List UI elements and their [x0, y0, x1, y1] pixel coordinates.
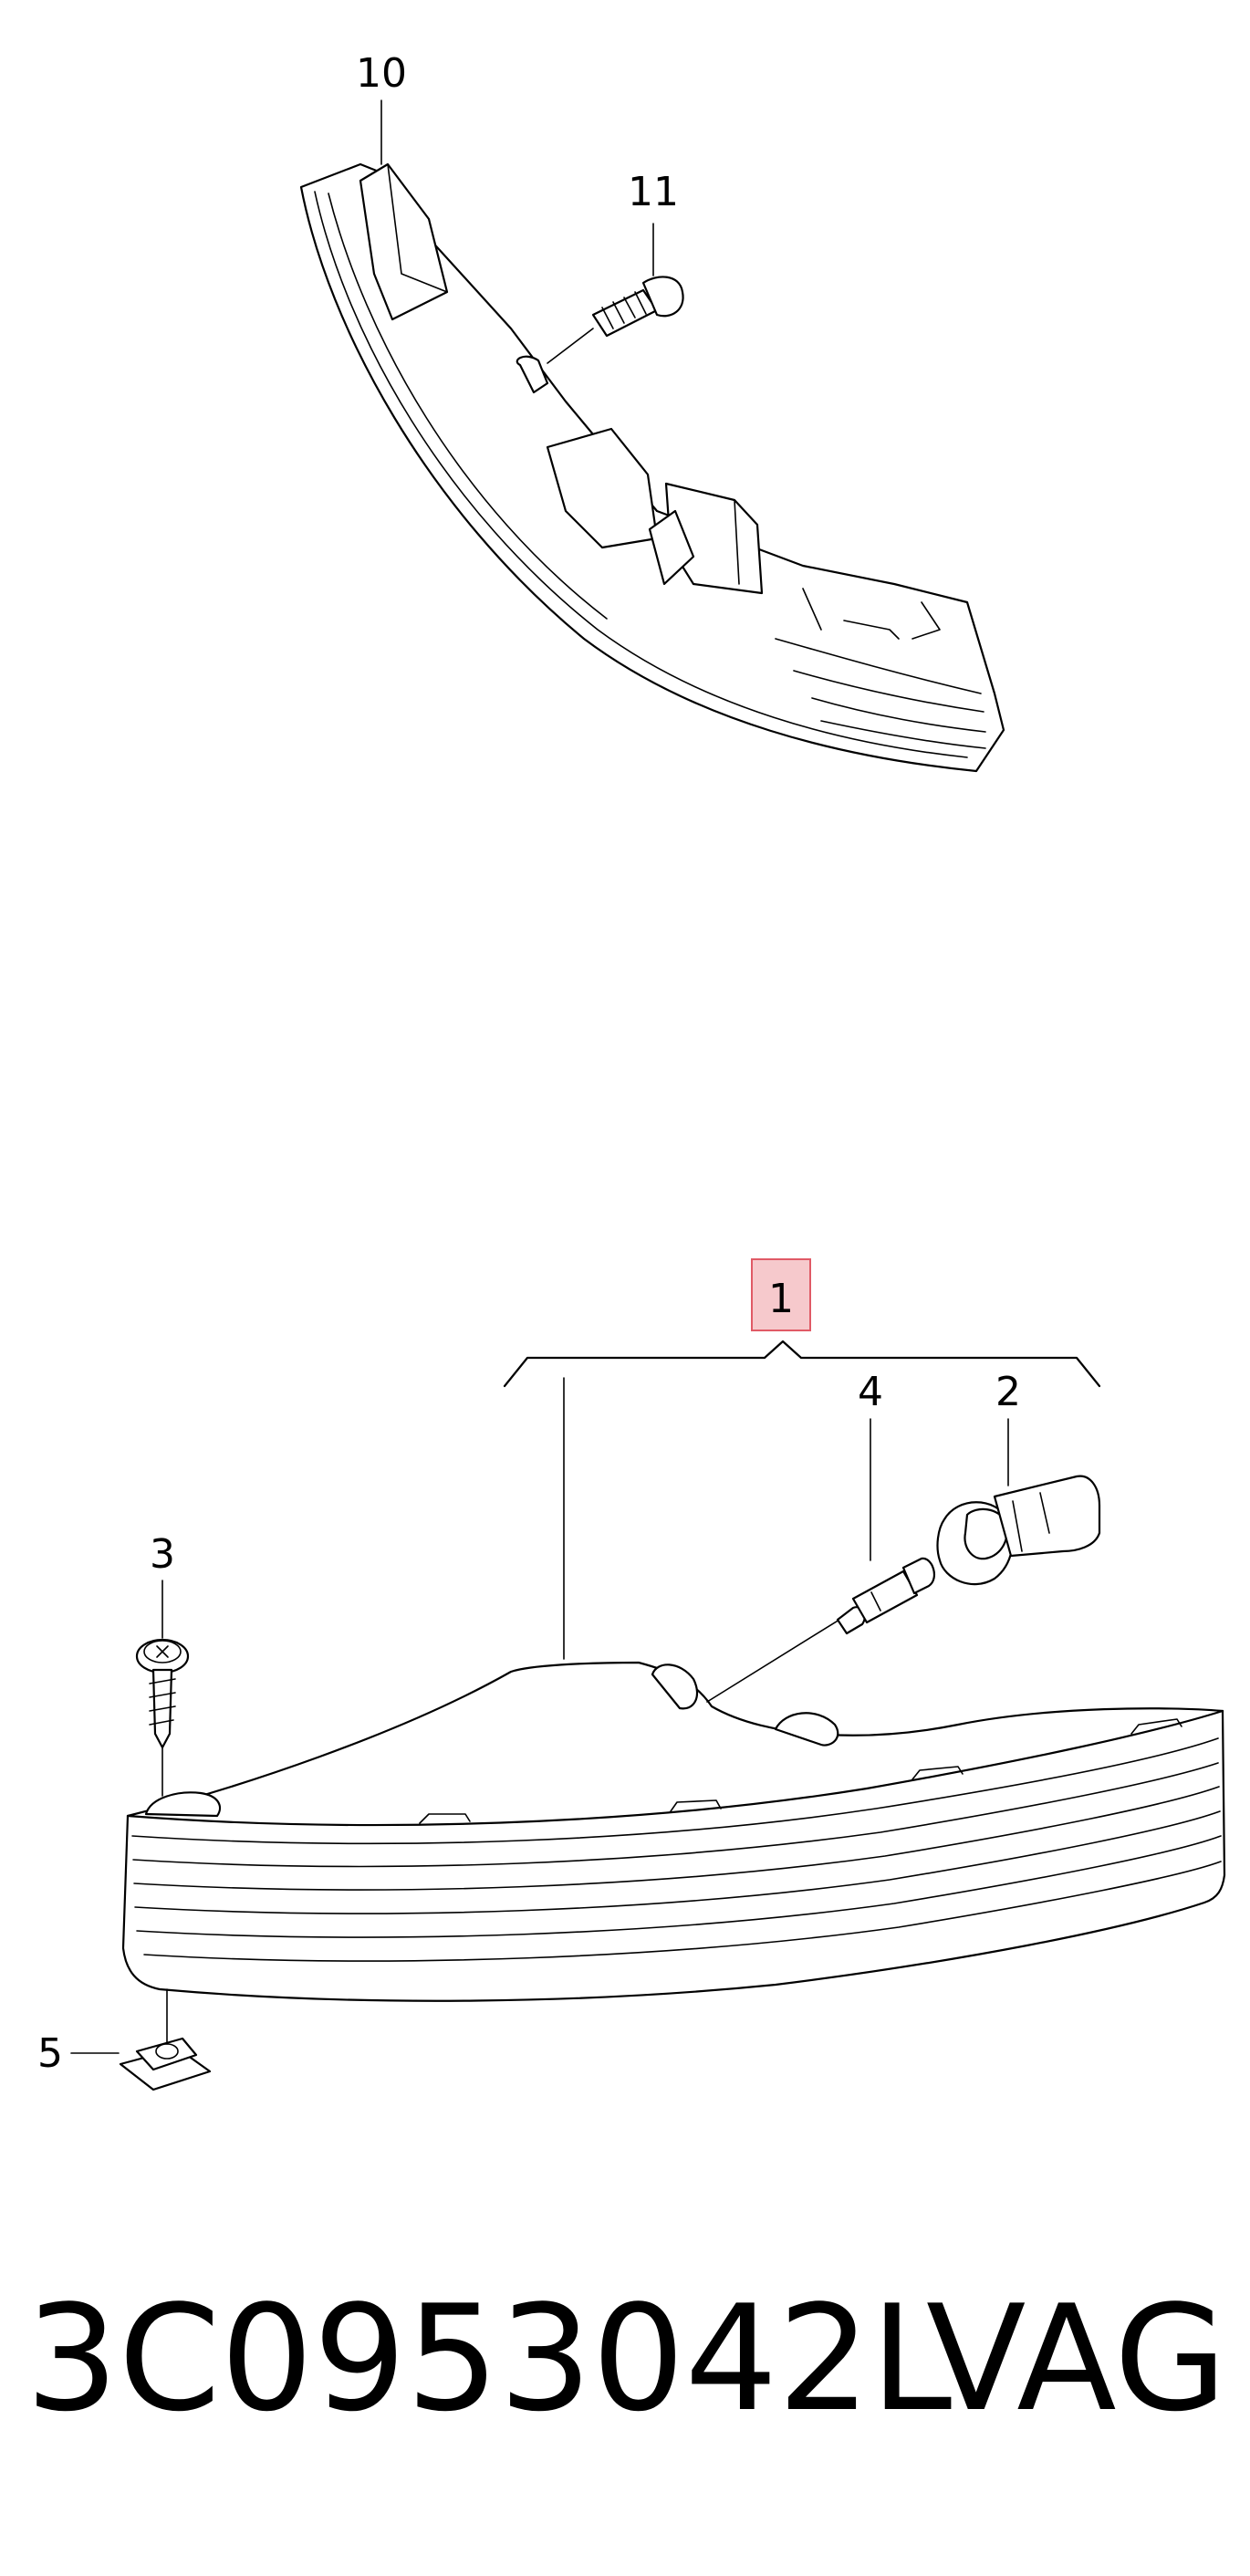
assembly-bracket [503, 1340, 1101, 1388]
part-2-socket [936, 1475, 1101, 1586]
part-11-screw [547, 276, 684, 364]
part-10-housing [299, 162, 1005, 773]
callout-1: 1 [768, 1276, 794, 1322]
callout-11: 11 [628, 169, 679, 215]
callout-3: 3 [150, 1531, 175, 1578]
part-1-lamp [121, 1661, 1226, 2002]
part-5-clip [119, 1988, 212, 2091]
brand-label: VAG [926, 2273, 1227, 2444]
callout-2: 2 [995, 1369, 1021, 1415]
callout-10: 10 [356, 50, 407, 97]
callout-1-highlight [751, 1258, 811, 1331]
part-4-bulb [706, 1557, 936, 1703]
callout-5: 5 [37, 2030, 63, 2077]
part-number: 3C0953042L [26, 2273, 952, 2444]
callout-4: 4 [858, 1369, 883, 1415]
part-3-screw [135, 1638, 190, 1797]
